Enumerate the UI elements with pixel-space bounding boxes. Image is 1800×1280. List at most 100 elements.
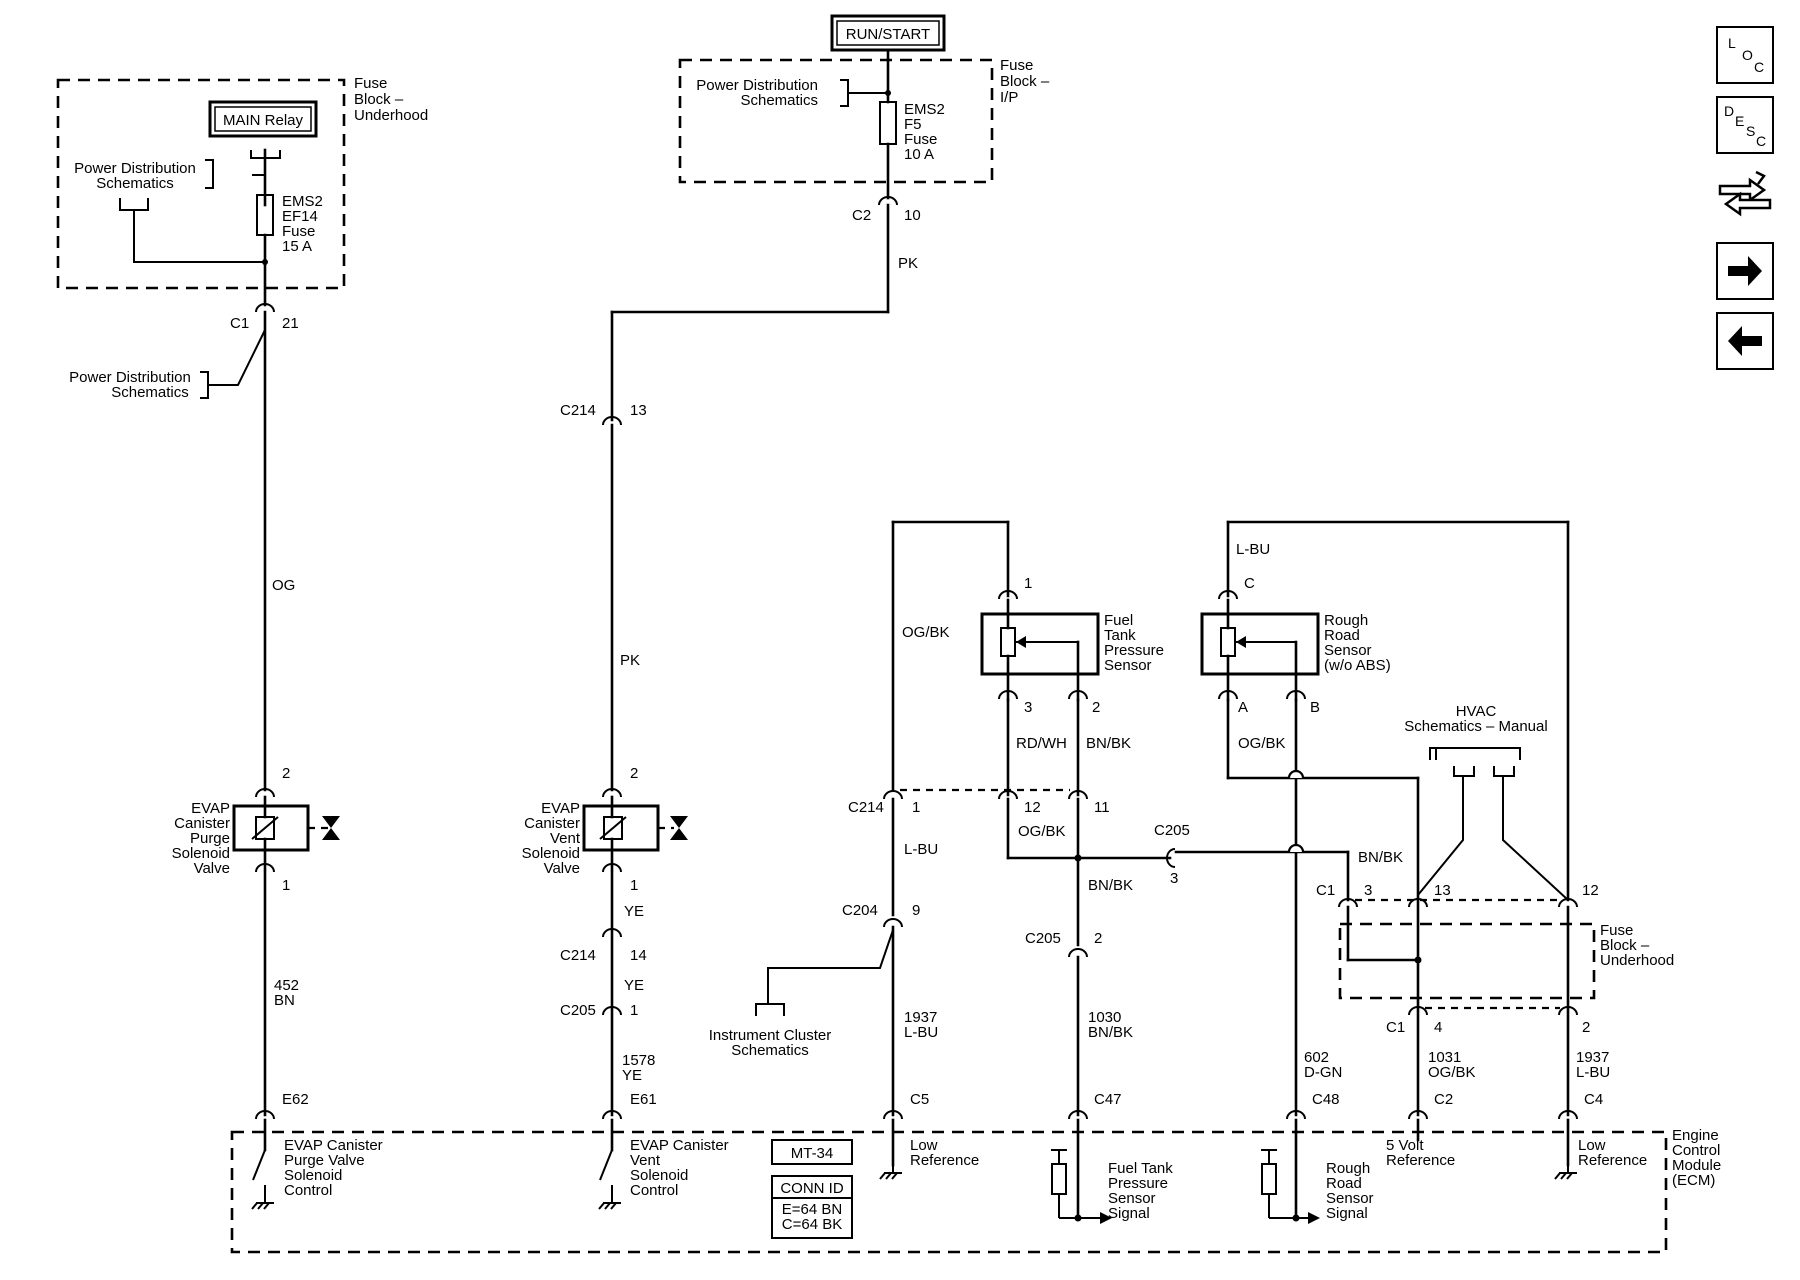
wire-l-bu-mid: L-BU (904, 841, 938, 858)
wire-bn-bk-c: BN/BK (1358, 849, 1403, 866)
pin-1-vent: 1 (630, 877, 638, 894)
navigation-panel: L O C D E S C (1716, 20, 1780, 380)
wire-og-bk-left: OG/BK (902, 624, 950, 641)
wire-pk-mid: PK (620, 652, 640, 669)
svg-text:L: L (1728, 35, 1736, 51)
run-start-label: RUN/START (846, 26, 930, 43)
svg-text:O: O (1742, 47, 1753, 63)
svg-text:C: C (1756, 133, 1766, 149)
connector-button[interactable] (1716, 166, 1774, 224)
wire-og-bk-mid: OG/BK (1018, 823, 1066, 840)
arrow-right-icon (1728, 256, 1762, 286)
pin-11: 11 (1094, 799, 1110, 816)
loc-icon: L O C (1728, 35, 1764, 75)
desc-icon: D E S C (1724, 103, 1766, 149)
sensor-pin-2: 2 (1092, 699, 1100, 716)
svg-text:D: D (1724, 103, 1734, 119)
sensor-pin-b: B (1310, 699, 1320, 716)
svg-text:E: E (1735, 113, 1744, 129)
svg-text:C: C (1754, 59, 1764, 75)
wire-bn-bk-b: BN/BK (1088, 877, 1133, 894)
description-button[interactable]: D E S C (1716, 96, 1774, 154)
wire-rd-wh: RD/WH (1016, 735, 1067, 752)
wire-ye-b: YE (624, 977, 644, 994)
sensor-pin-c: C (1244, 575, 1255, 592)
connector-c47: C47 (1094, 1091, 1122, 1108)
mt-label: MT-34 (791, 1145, 834, 1162)
pin-12b: 12 (1582, 882, 1599, 899)
pin-2-purge: 2 (282, 765, 290, 782)
connector-c48: C48 (1312, 1091, 1340, 1108)
pin-2-vent: 2 (630, 765, 638, 782)
previous-button[interactable] (1716, 312, 1774, 370)
sensor-pin-1: 1 (1024, 575, 1032, 592)
connector-c5: C5 (910, 1091, 929, 1108)
svg-text:S: S (1746, 123, 1755, 139)
connector-e62: E62 (282, 1091, 309, 1108)
sensor-pin-a: A (1238, 699, 1248, 716)
main-relay: MAIN Relay (223, 112, 304, 129)
connector-c4: C4 (1584, 1091, 1603, 1108)
wire-l-bu-top: L-BU (1236, 541, 1270, 558)
pin-2-c1: 2 (1582, 1019, 1590, 1036)
arrow-left-icon (1728, 326, 1762, 356)
location-button[interactable]: L O C (1716, 26, 1774, 84)
connector-c2: C2 (1434, 1091, 1453, 1108)
wire-ye-a: YE (624, 903, 644, 920)
pin-1-purge: 1 (282, 877, 290, 894)
connector-icon (1718, 170, 1772, 217)
connector-e61: E61 (630, 1091, 657, 1108)
next-button[interactable] (1716, 242, 1774, 300)
wire-pk-top: PK (898, 255, 918, 272)
wire-bn-bk-a: BN/BK (1086, 735, 1131, 752)
wire-og: OG (272, 577, 295, 594)
pin-12a: 12 (1024, 799, 1041, 816)
conn-id-label: CONN ID (780, 1180, 844, 1197)
